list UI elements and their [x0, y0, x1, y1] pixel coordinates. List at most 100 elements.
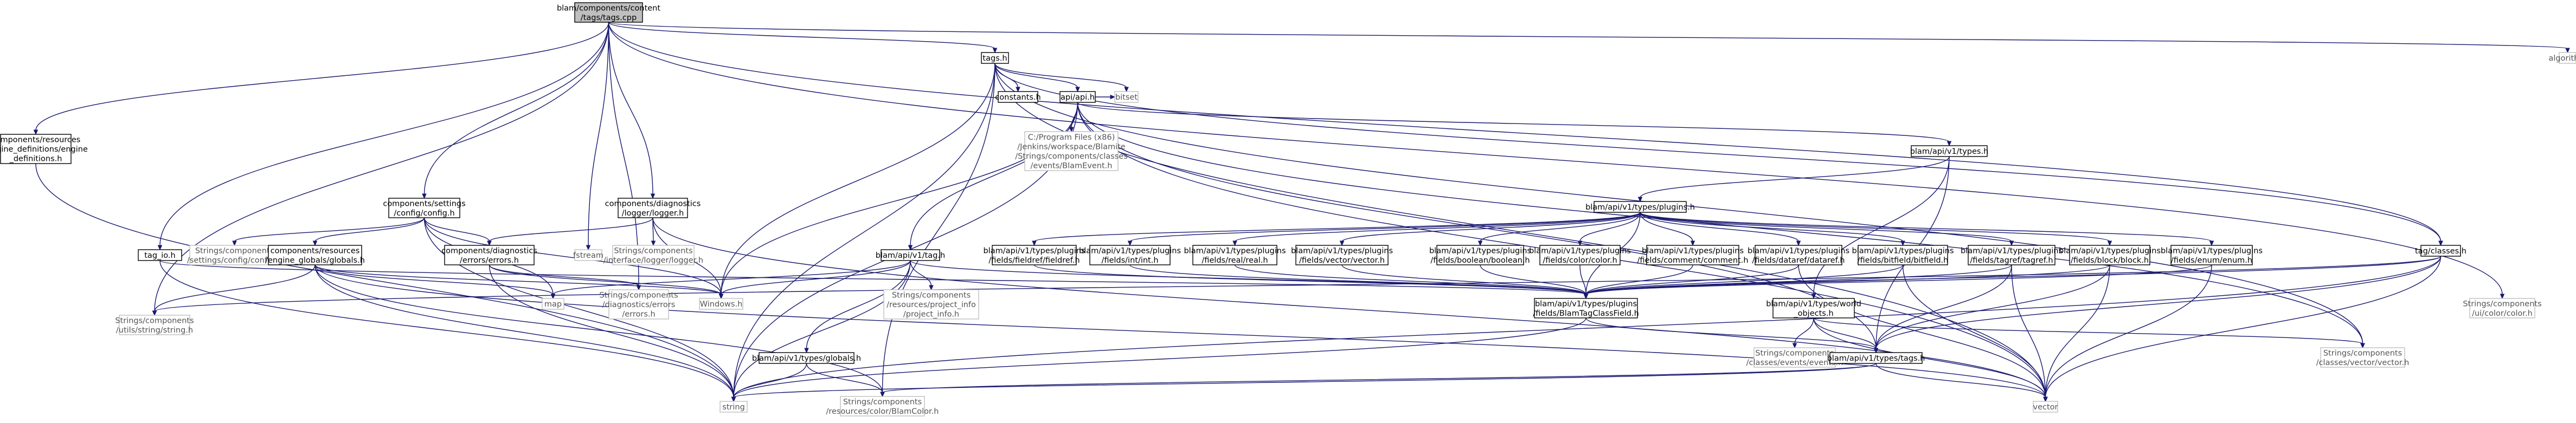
- dependency-edge: [1798, 264, 2048, 402]
- dependency-edge: [994, 63, 1129, 93]
- edge-line: [1579, 212, 1641, 242]
- node-label-line: /fields/real/real.h: [1202, 256, 1268, 265]
- edge-arrowhead: [1075, 87, 1080, 93]
- graph-node-tag-io[interactable]: tag_io.h: [138, 249, 182, 261]
- graph-node-config-h[interactable]: components/settings/config/config.h: [383, 198, 466, 218]
- graph-node-boolean-h[interactable]: blam/api/v1/types/plugins/fields/boolean…: [1429, 245, 1531, 265]
- edge-arrowhead: [1477, 240, 1483, 246]
- node-label-line: Strings/components: [2323, 349, 2402, 357]
- node-box: [1024, 131, 1119, 171]
- graph-node-tags-types[interactable]: blam/api/v1/types/tags.h: [1827, 352, 1925, 364]
- node-label-line: blam/api/v1/types/plugins: [983, 246, 1085, 255]
- dependency-edge: [1583, 264, 2110, 300]
- node-label-line: blam/api/v1/types/globals.h: [752, 354, 861, 363]
- edge-layer: [33, 22, 2570, 402]
- dependency-edge: [423, 217, 492, 246]
- edge-arrowhead: [1690, 240, 1695, 246]
- edge-line: [553, 260, 911, 295]
- graph-node-fieldref[interactable]: blam/api/v1/types/plugins/fields/fieldre…: [983, 245, 1085, 265]
- node-label-line: bitset: [1115, 93, 1138, 102]
- edge-line: [1585, 317, 1877, 349]
- graph-node-enum-h[interactable]: blam/api/v1/types/plugins/fields/enum/en…: [2161, 245, 2263, 265]
- edge-line: [1640, 156, 1950, 198]
- edge-arrowhead: [1127, 240, 1133, 246]
- node-label-line: vector: [2033, 403, 2058, 412]
- edge-arrowhead: [929, 285, 934, 291]
- edge-line: [2011, 264, 2046, 398]
- edge-line: [2045, 256, 2442, 398]
- node-box: [444, 245, 535, 265]
- graph-node-root[interactable]: blam/components/content/tags/tags.cpp: [557, 2, 660, 23]
- edge-arrowhead: [232, 240, 237, 246]
- graph-node-dataref-h[interactable]: blam/api/v1/types/plugins/fields/dataref…: [1748, 245, 1849, 265]
- dependency-edge: [1583, 264, 1799, 300]
- edge-arrowhead: [2209, 240, 2214, 246]
- graph-node-errors-h[interactable]: components/diagnostics/errors/errors.h: [441, 245, 537, 265]
- graph-node-int-h[interactable]: blam/api/v1/types/plugins/fields/int/int…: [1079, 245, 1181, 265]
- graph-node-types-h[interactable]: blam/api/v1/types.h: [1910, 145, 1989, 157]
- graph-node-engine-definitions[interactable]: components/resources/engine_definitions/…: [0, 134, 88, 164]
- graph-node-tag-h[interactable]: blam/api/v1/tag.h: [876, 249, 945, 261]
- edge-arrowhead: [636, 285, 641, 291]
- edge-line: [994, 63, 2442, 242]
- graph-node-events-h: Strings/components/classes/events/events…: [1746, 347, 1843, 368]
- dependency-edge: [880, 363, 1877, 398]
- graph-node-comment-h[interactable]: blam/api/v1/types/plugins/fields/comment…: [1637, 245, 1749, 265]
- dependency-edge: [2043, 264, 2110, 402]
- node-label-line: /fields/block/block.h: [2071, 256, 2149, 265]
- node-box: [2320, 347, 2405, 368]
- edge-arrowhead: [1124, 87, 1129, 93]
- graph-node-tagclassfield[interactable]: blam/api/v1/types/plugins/fields/BlamTag…: [1533, 298, 1639, 318]
- node-box: [1059, 91, 1096, 103]
- node-label-line: components/diagnostics: [605, 199, 701, 208]
- node-label-line: blam/api/v1/types/plugins: [1535, 300, 1637, 308]
- graph-node-real-h[interactable]: blam/api/v1/types/plugins/fields/real/re…: [1184, 245, 1286, 265]
- dependency-edge: [1640, 212, 1695, 246]
- node-label-line: Strings/components: [614, 246, 692, 255]
- graph-node-string-h-ext: Strings/components/utils/string/string.h: [115, 315, 194, 335]
- graph-node-globals-api[interactable]: blam/api/v1/types/globals.h: [752, 352, 861, 364]
- node-box: [608, 289, 669, 320]
- edge-line: [1640, 212, 2212, 242]
- dependency-edge: [910, 260, 934, 291]
- edge-line: [1875, 264, 2012, 349]
- graph-node-plugins-h[interactable]: blam/api/v1/types/plugins.h: [1585, 201, 1695, 213]
- dependency-edge: [586, 22, 609, 251]
- graph-node-tags-h[interactable]: tags.h: [981, 52, 1009, 64]
- graph-node-world-objects[interactable]: blam/api/v1/types/world_objects.h: [1766, 298, 1861, 318]
- graph-node-color-h[interactable]: blam/api/v1/types/plugins/fields/color/c…: [1529, 245, 1631, 265]
- edge-arrowhead: [1947, 141, 1952, 147]
- dependency-edge: [1637, 156, 1950, 203]
- graph-node-logger-h[interactable]: components/diagnostics/logger/logger.h: [605, 198, 701, 218]
- graph-node-constants-h[interactable]: constants.h: [995, 91, 1041, 103]
- graph-node-tagclass-h[interactable]: tag/classes.h: [2415, 245, 2466, 257]
- graph-node-block-h[interactable]: blam/api/v1/types/plugins/fields/block/b…: [2059, 245, 2161, 265]
- edge-line: [1640, 212, 1904, 242]
- dependency-edge: [1813, 317, 2365, 349]
- graph-node-api-h[interactable]: api/api.h: [1059, 91, 1096, 103]
- edge-line: [234, 217, 425, 242]
- edge-line: [1813, 317, 1877, 349]
- node-label-line: Strings/components: [115, 316, 194, 325]
- edge-line: [314, 217, 425, 242]
- edge-arrowhead: [422, 193, 427, 199]
- node-box: [1755, 245, 1842, 265]
- node-label-line: /Jenkins/workspace/Blamite: [1017, 142, 1126, 151]
- node-box: [1646, 245, 1739, 265]
- graph-node-vector-cls: Strings/components/classes/vector/vector…: [2316, 347, 2410, 368]
- graph-node-algorithm: algorithm: [2549, 52, 2576, 64]
- node-label-line: blam/api/v1/types/world: [1766, 300, 1861, 308]
- node-label-line: /classes/vector/vector.h: [2316, 359, 2410, 367]
- graph-node-vector-h[interactable]: blam/api/v1/types/plugins/fields/vector/…: [1291, 245, 1393, 265]
- dependency-edge: [1339, 212, 1641, 246]
- graph-node-bitfield-h[interactable]: blam/api/v1/types/plugins/fields/bitfiel…: [1852, 245, 1954, 265]
- edge-arrowhead: [152, 310, 157, 316]
- node-label-line: /resources/color/BlamColor.h: [826, 407, 939, 416]
- edge-line: [652, 217, 2046, 398]
- graph-node-globals-h-res[interactable]: components/resources/engine_globals/glob…: [265, 245, 365, 265]
- dependency-edge: [1127, 212, 1641, 246]
- graph-node-tagref-h[interactable]: blam/api/v1/types/plugins/fields/tagref/…: [1961, 245, 2063, 265]
- edge-arrowhead: [2500, 294, 2505, 300]
- node-label-line: /resources/project_info: [886, 301, 976, 309]
